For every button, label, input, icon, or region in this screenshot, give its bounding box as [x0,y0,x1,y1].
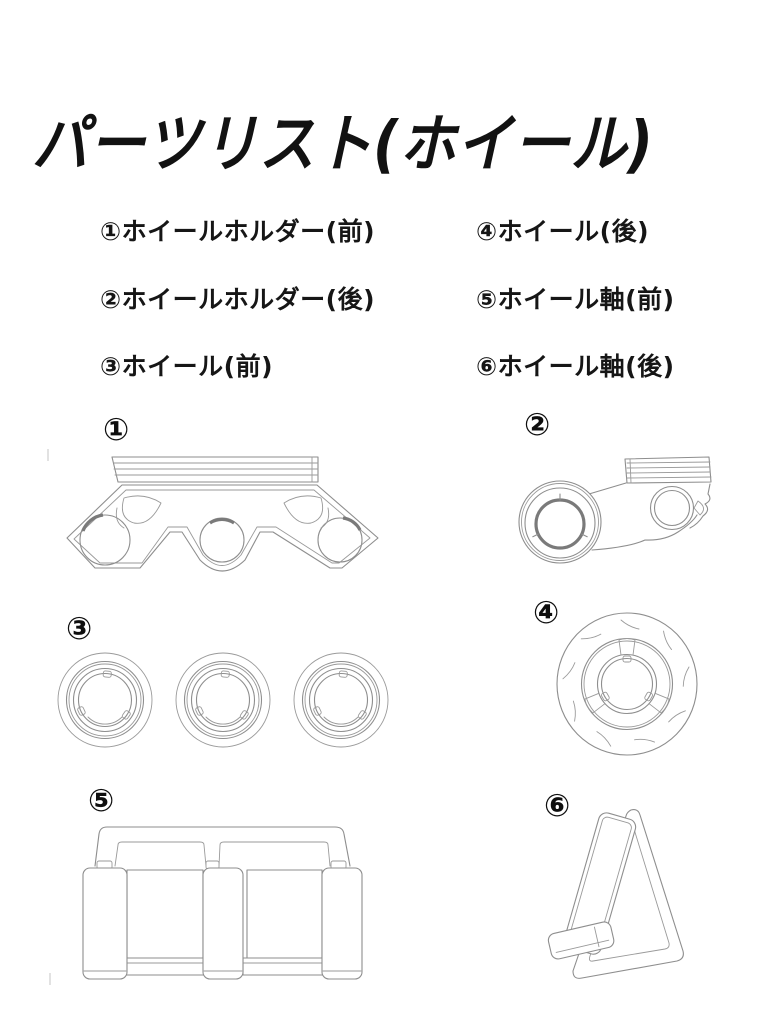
figure-3-drawing [57,652,389,748]
figure-2-wheel-holder-rear [512,450,717,575]
list-item-2: ②ホイールホルダー(後) [100,285,376,314]
figure-2-label: ② [524,407,551,443]
figure-1-wheel-holder-front [60,450,382,582]
figure-6-wheel-axle-rear [545,805,687,983]
figure-4-wheel-rear [552,608,702,758]
scan-artifact [49,973,51,985]
figure-4-label: ④ [533,595,560,631]
figure-5-drawing [82,826,363,980]
figure-1-drawing [66,456,379,572]
figure-2-drawing [518,456,712,564]
list-item-1: ①ホイールホルダー(前) [100,217,376,246]
figure-3-label: ③ [66,611,93,647]
scan-artifact [47,449,49,461]
figure-5-label: ⑤ [88,783,115,819]
list-item-5: ⑤ホイール軸(前) [476,285,675,314]
list-item-4: ④ホイール(後) [476,217,650,246]
figure-6-drawing [547,809,684,979]
page-title: パーツリスト(ホイール) [32,108,655,181]
figure-3-wheels-front [52,648,392,756]
figure-4-drawing [556,612,698,756]
list-item-6: ⑥ホイール軸(後) [476,352,675,381]
figure-1-label: ① [103,412,130,448]
figure-6-label: ⑥ [544,788,571,824]
list-item-3: ③ホイール(前) [100,352,274,381]
figure-5-wheel-axle-front [78,818,370,983]
